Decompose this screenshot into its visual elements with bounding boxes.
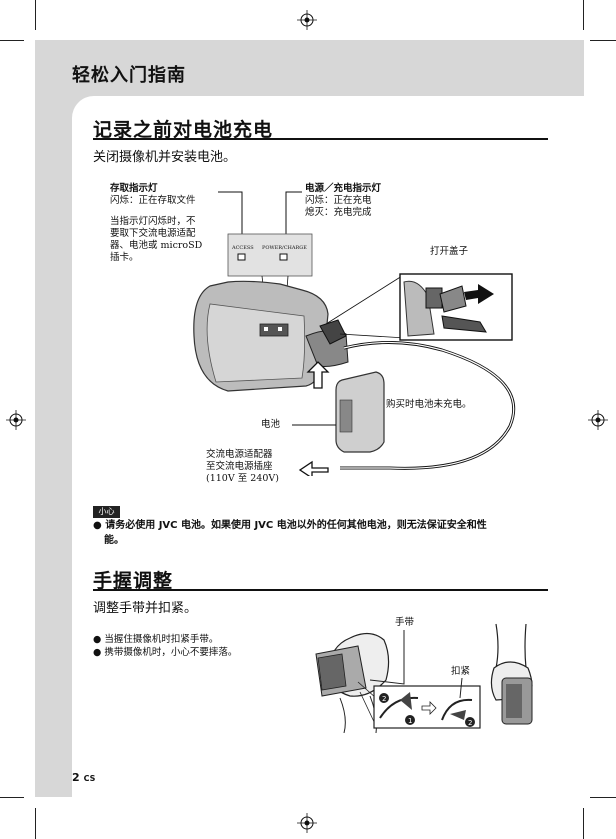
panel-access-text: ACCESS — [232, 245, 254, 251]
adapter-label: 至交流电源插座 — [206, 461, 273, 472]
section-subtitle-grip: 调整手带并扣紧。 — [93, 601, 198, 616]
page-title: 轻松入门指南 — [72, 65, 186, 86]
caution-line: 能。 — [104, 535, 124, 546]
caution-line: 请务必使用 JVC 电池。如果使用 JVC 电池以外的任何其他电池，则无法保证安… — [105, 520, 487, 531]
grip-bullet: ● 携带摄像机时，小心不要摔落。 — [93, 647, 238, 658]
section-divider — [93, 589, 548, 591]
power-indicator-title: 电源／充电指示灯 — [305, 183, 382, 194]
battery-note-label: 购买时电池未充电。 — [386, 399, 472, 410]
power-indicator-status: 熄灭：充电完成 — [305, 207, 372, 218]
access-indicator-note: 要取下交流电源适配 — [110, 228, 196, 239]
registration-mark-icon — [6, 410, 26, 430]
section-title-charge: 记录之前对电池充电 — [93, 119, 274, 141]
page-number: 2 — [72, 771, 80, 784]
panel-power-text: POWER/CHARGE — [262, 245, 307, 251]
grip-illustration: 2 1 2 — [315, 623, 533, 733]
adapter-voltage-label: (110V 至 240V) — [206, 473, 279, 484]
registration-mark-icon — [297, 813, 317, 833]
bullet-icon: ● — [93, 647, 105, 658]
section-divider — [93, 138, 548, 140]
section-subtitle-charge: 关闭摄像机并安装电池。 — [93, 150, 237, 165]
charging-illustration — [193, 191, 516, 476]
fasten-label: 扣紧 — [451, 666, 471, 677]
section-title-grip: 手握调整 — [93, 570, 174, 592]
open-cover-label: 打开盖子 — [430, 246, 469, 257]
access-indicator-note: 插卡。 — [110, 252, 139, 263]
strap-label: 手带 — [395, 617, 415, 628]
bullet-icon: ● — [93, 520, 106, 531]
caution-text: ● 请务必使用 JVC 电池。如果使用 JVC 电池以外的任何其他电池，则无法保… — [93, 518, 548, 548]
access-indicator-note: 当指示灯闪烁时，不 — [110, 216, 196, 227]
access-indicator-title: 存取指示灯 — [110, 183, 158, 194]
svg-text:2: 2 — [468, 719, 472, 727]
svg-text:1: 1 — [408, 717, 412, 725]
battery-label: 电池 — [261, 419, 281, 430]
language-code: CS — [83, 774, 96, 783]
access-indicator-note: 器、电池或 microSD — [110, 240, 203, 251]
adapter-label: 交流电源适配器 — [206, 449, 273, 460]
registration-mark-icon — [297, 10, 317, 30]
power-indicator-status: 闪烁：正在充电 — [305, 195, 372, 206]
registration-mark-icon — [588, 410, 608, 430]
access-indicator-status: 闪烁：正在存取文件 — [110, 195, 196, 206]
grip-bullet: ● 当握住摄像机时扣紧手带。 — [93, 634, 219, 645]
bullet-icon: ● — [93, 634, 105, 645]
svg-text:2: 2 — [382, 695, 386, 703]
caution-badge: 小心 — [93, 506, 120, 518]
